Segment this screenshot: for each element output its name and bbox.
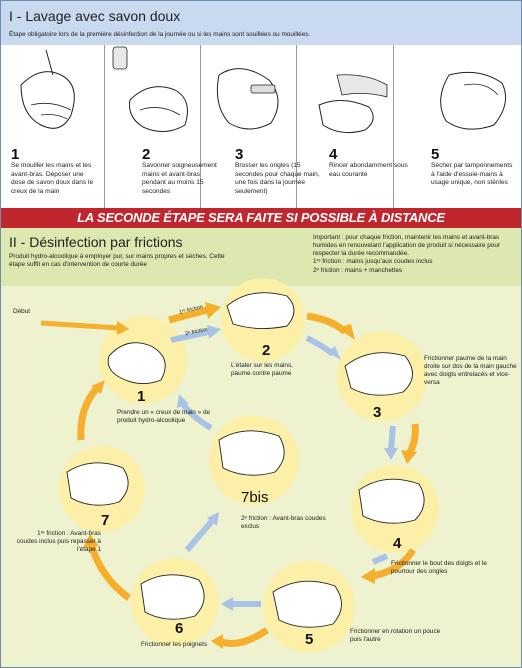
friction-step-7bis-number: 7bis — [241, 489, 269, 506]
friction-step-6-text: Frictionner les poignets — [141, 641, 208, 648]
second-friction-note: 2ᵉ friction : mains + manchettes — [313, 267, 403, 274]
wash-step-1-number: 1 — [11, 146, 20, 163]
distance-banner: LA SECONDE ÉTAPE SERA FAITE SI POSSIBLE … — [1, 208, 521, 228]
friction-step-7bis-text: 2ᵉ friction : Avant-bras coudes exclus — [241, 515, 326, 530]
wash-step-1-text: Se mouiller les mains et les avant-bras.… — [11, 162, 94, 195]
section-washing-header: I - Lavage avec savon doux Étape obligat… — [1, 1, 521, 45]
friction-step-1-number: 1 — [137, 388, 146, 405]
dry-hands-illustration — [440, 71, 507, 130]
wash-step-3-number: 3 — [235, 146, 244, 163]
section-washing-subtitle: Étape obligatoire lors de la première dé… — [9, 31, 311, 38]
wash-step-1: 1 Se mouiller les mains et les avant-bra… — [1, 45, 105, 208]
friction-step-1-text: Prendre un « creux de main » de produit … — [117, 409, 211, 424]
section-disinfection: II - Désinfection par frictions Produit … — [1, 228, 521, 667]
section-disinfection-title: II - Désinfection par frictions — [9, 234, 183, 250]
nail-brush-illustration — [216, 68, 279, 130]
rinse-illustration — [318, 74, 388, 134]
friction-step-4-number: 4 — [393, 535, 402, 552]
section-disinfection-header: II - Désinfection par frictions Produit … — [1, 228, 521, 286]
friction-step-3-text: Frictionner paume de la main droite sur … — [424, 355, 517, 386]
start-label: Début — [13, 308, 31, 315]
friction-step-5-text: Frictionner en rotation un pouce puis l'… — [350, 628, 441, 643]
friction-cycle-arrows — [40, 292, 425, 649]
friction-step-7-number: 7 — [101, 512, 110, 529]
section-disinfection-intro: Produit hydro-alcoolique à employer pur,… — [9, 253, 225, 268]
wash-step-4-number: 4 — [329, 146, 338, 163]
distance-banner-text: LA SECONDE ÉTAPE SERA FAITE SI POSSIBLE … — [77, 210, 445, 225]
section-washing-title: I - Lavage avec savon doux — [9, 8, 181, 24]
wash-step-5-number: 5 — [431, 146, 440, 163]
friction-step-7-text: 1ʳᵉ friction : Avant-bras coudes inclus … — [16, 530, 101, 553]
wash-step-3: 3 Brosser les ongles (15 secondes pour c… — [201, 45, 320, 208]
important-note: Important : pour chaque friction, mainte… — [313, 234, 501, 257]
wash-step-2-text: Savonner soigneusement mains et avant-br… — [142, 162, 217, 195]
friction-step-5-number: 5 — [305, 631, 314, 648]
wash-step-2: 2 Savonner soigneusement mains et avant-… — [105, 45, 217, 208]
wash-step-4: 4 Rincer abondamment sous eau courante — [297, 45, 408, 208]
wash-hands-illustration-2 — [112, 46, 188, 132]
section-washing: I - Lavage avec savon doux Étape obligat… — [1, 1, 521, 208]
wash-hands-illustration-1 — [20, 49, 75, 129]
friction-step-3-number: 3 — [373, 404, 382, 421]
wash-step-5: 5 Sécher par tamponnements à l'aide d'es… — [394, 45, 521, 208]
wash-step-3-text: Brosser les ongles (15 secondes pour cha… — [235, 162, 320, 195]
wash-step-4-text: Rincer abondamment sous eau courante — [329, 162, 408, 178]
friction-step-4-text: Frictionner le bout des doigts et le pou… — [391, 560, 487, 575]
friction-step-2-number: 2 — [262, 342, 271, 359]
friction-step-6-number: 6 — [175, 620, 184, 637]
first-friction-note: 1ʳᵉ friction : mains jusqu'aux coudes in… — [313, 258, 433, 265]
wash-step-5-text: Sécher par tamponnements à l'aide d'essu… — [431, 162, 513, 187]
friction-step-2-text: L'étaler sur les mains, paume contre pau… — [231, 362, 293, 377]
wash-step-2-number: 2 — [142, 146, 151, 163]
